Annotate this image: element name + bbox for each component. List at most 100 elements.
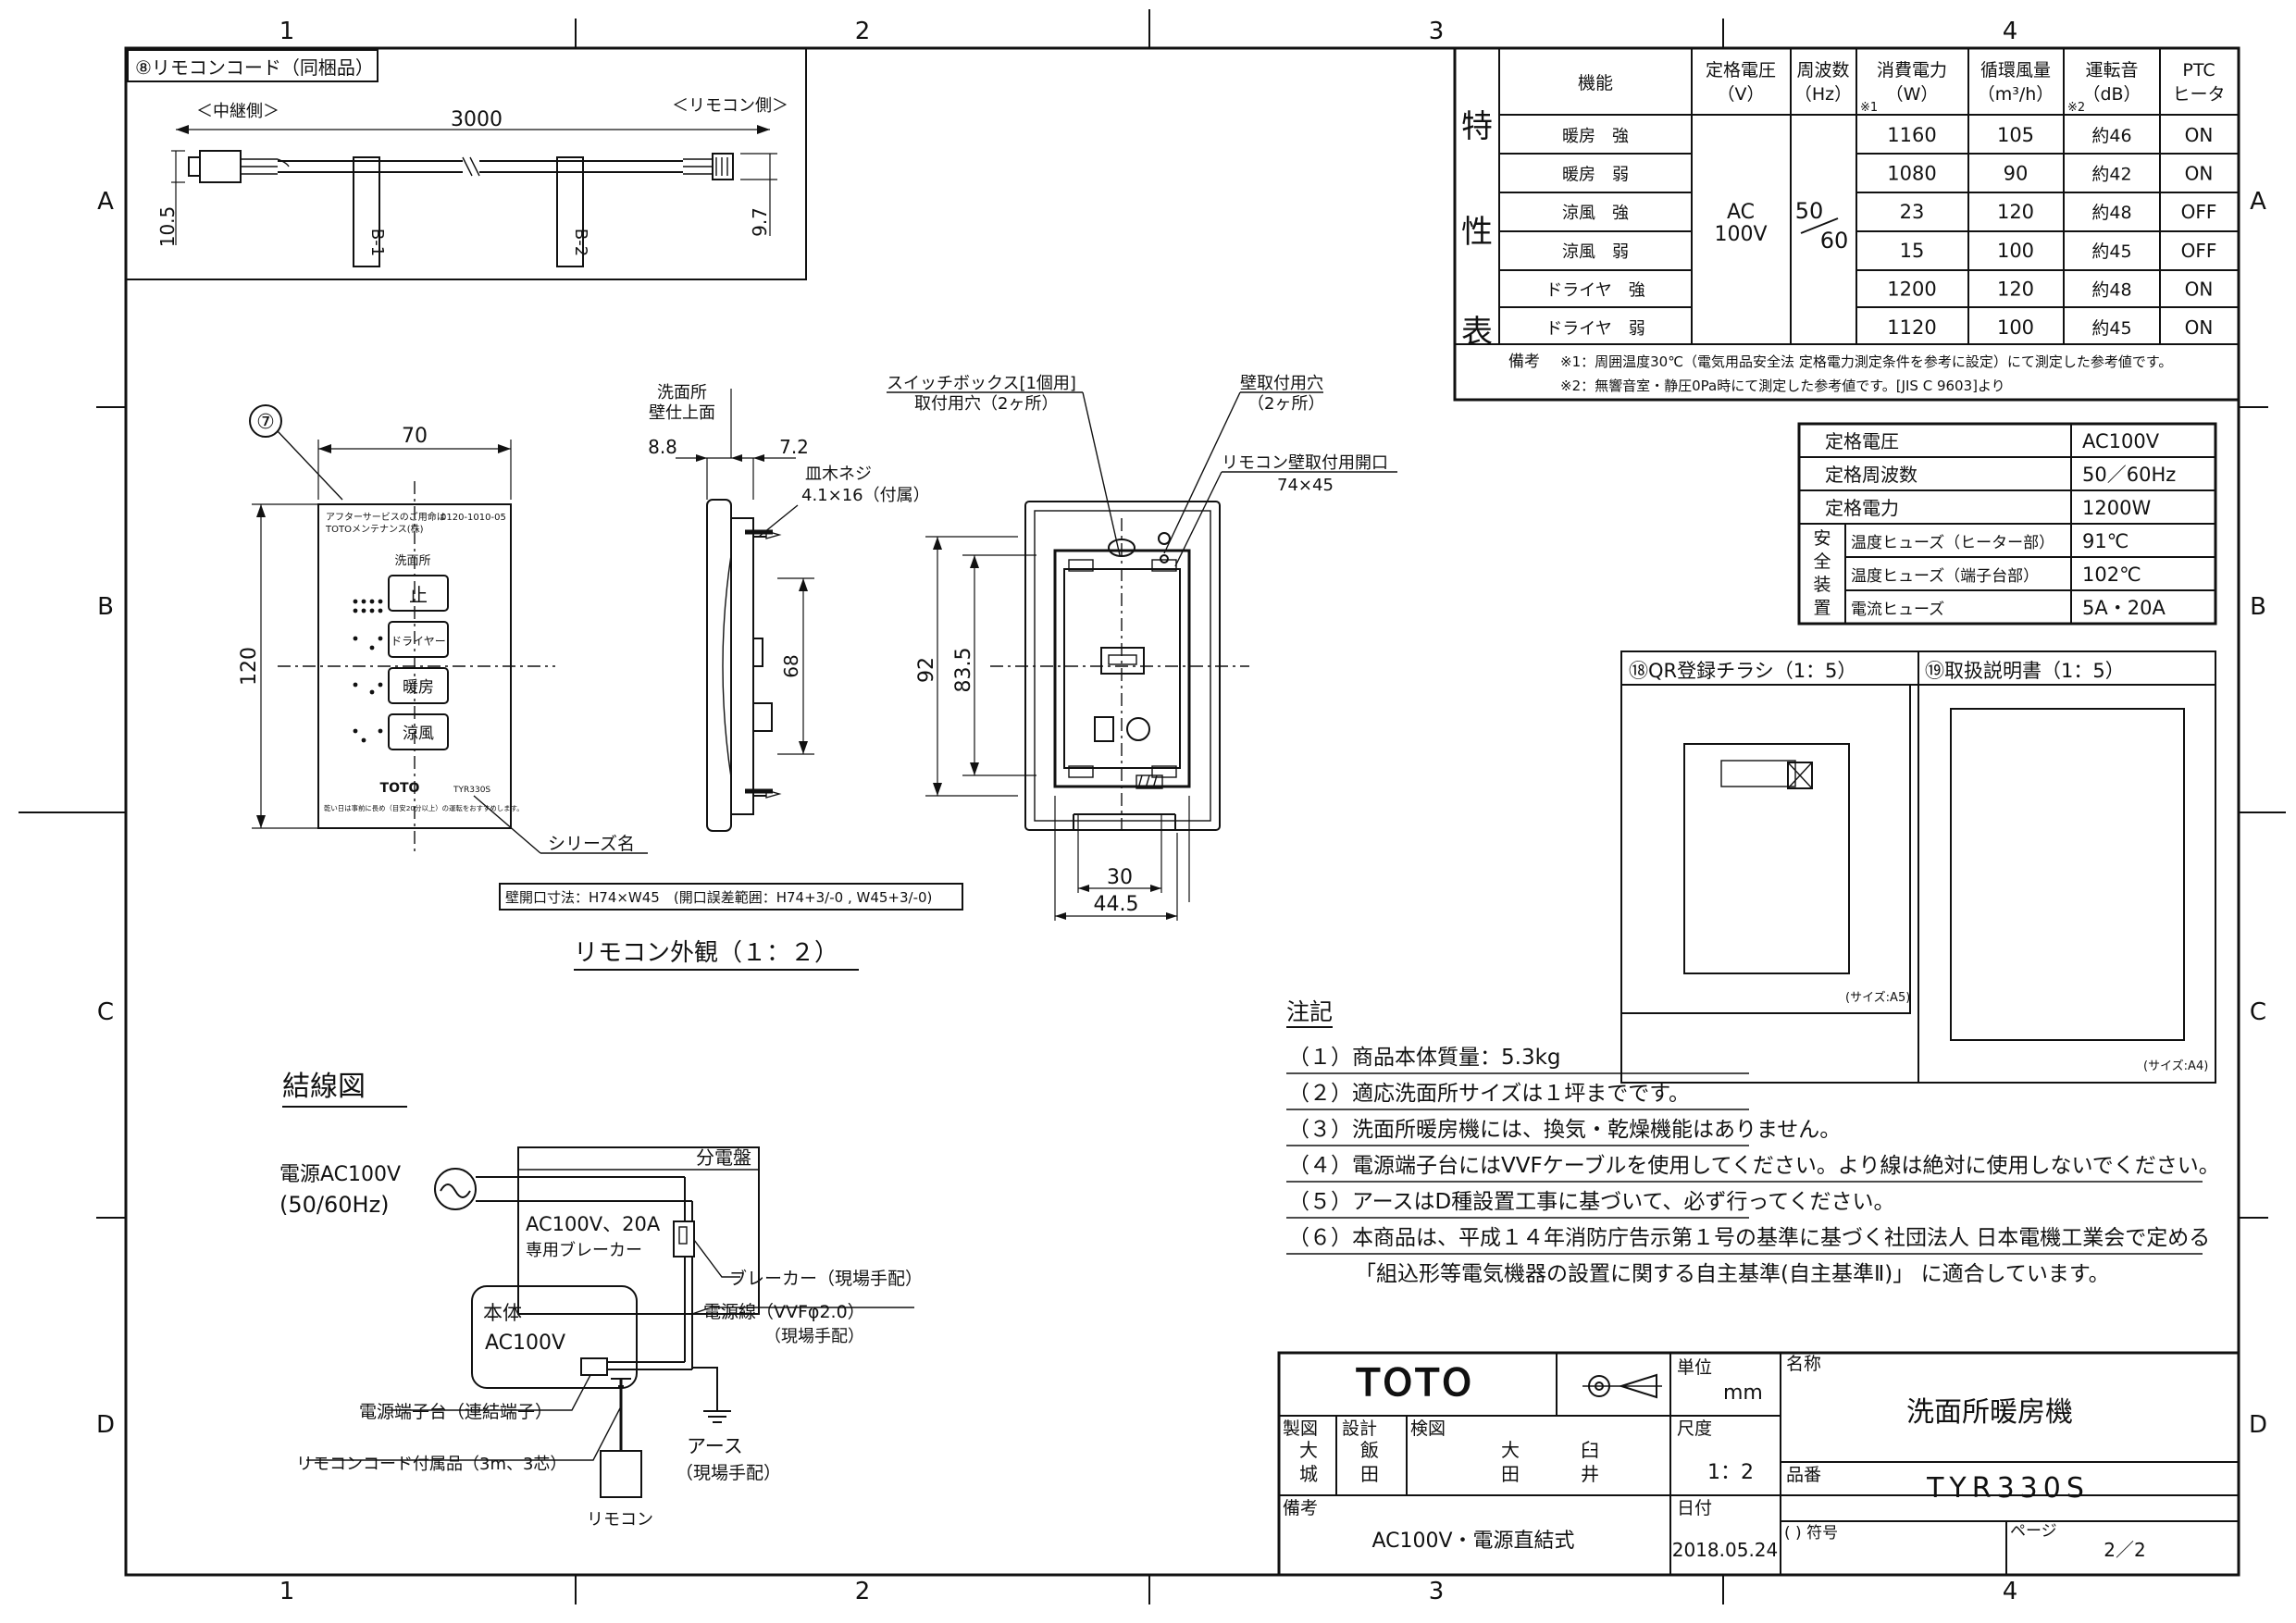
spec-row-power: 23	[1900, 201, 1925, 223]
rating-value-voltage: AC100V	[2082, 430, 2160, 452]
spec-header-6-line1: PTC	[2182, 60, 2215, 81]
spec-side-label-2: 性	[1461, 214, 1493, 251]
rating-table: 安 全 装 置 定格電圧 定格周波数 定格電力 温度ヒューズ（ヒーター部） 温度…	[1797, 422, 2217, 626]
spec-side-label-1: 特	[1461, 108, 1493, 145]
col-label-top-2: 2	[855, 18, 871, 45]
spec-frequency-top: 50	[1795, 198, 1824, 224]
back-dim-44-5: 44.5	[1094, 893, 1139, 916]
wiring-remote: リモコン	[587, 1510, 653, 1530]
spec-header-6-line2: ヒータ	[2172, 84, 2225, 105]
wiring-diagram: 結線図 電源AC100V (50/60Hz) 分電盤 AC100V、20A 専用…	[279, 1071, 923, 1530]
check-value-1b: 田	[1501, 1463, 1520, 1485]
remote-model: TYR330S	[453, 786, 490, 795]
date-label: 日付	[1677, 1498, 1712, 1518]
part-number: TYR330S	[1926, 1472, 2090, 1505]
row-label-left-c: C	[97, 998, 114, 1026]
spec-row-function: 暖房 強	[1562, 127, 1629, 146]
wiring-cord: リモコンコード付属品（3m、3芯）	[296, 1455, 566, 1474]
row-label-left-d: D	[96, 1411, 115, 1439]
spec-row-function: 涼風 弱	[1562, 242, 1629, 262]
rating-label-power: 定格電力	[1825, 497, 1899, 519]
spec-row-flow: 120	[1997, 278, 2034, 300]
wiring-cable-1: 電源線（VVFφ2.0）	[703, 1302, 865, 1322]
spec-row-ptc: OFF	[2181, 201, 2217, 223]
made-value-2: 城	[1299, 1463, 1318, 1485]
remark-value: AC100V・電源直結式	[1371, 1530, 1574, 1553]
spec-voltage-line2: 100V	[1714, 223, 1767, 246]
manual-size: (サイズ:A4)	[2143, 1059, 2208, 1073]
wiring-earth-2: （現場手配）	[676, 1463, 781, 1483]
rating-value-current-fuse: 5A・20A	[2082, 597, 2166, 619]
spec-table: 特 性 表 機能定格電圧（V）周波数（Hz）消費電力（W）循環風量（m³/h）運…	[1453, 46, 2240, 402]
back-opening-label1: リモコン壁取付用開口	[1222, 453, 1388, 473]
spec-header-4-line1: 循環風量	[1980, 60, 2051, 81]
cord-title: ⑧リモコンコード（同梱品）	[135, 56, 374, 79]
spec-note1-marker: ※1	[1860, 101, 1878, 115]
back-dim-92: 92	[915, 657, 938, 683]
wiring-title: 結線図	[282, 1071, 366, 1103]
rating-label-frequency: 定格周波数	[1825, 464, 1917, 486]
remote-caution: 乾い日は事前に長め（目安20分以上）の運転をおすすめします。	[324, 804, 524, 812]
spec-header-5-line1: 運転音	[2085, 60, 2138, 81]
remote-width-dim: 70	[402, 425, 428, 448]
rating-label-fuse-heater: 温度ヒューズ（ヒーター部）	[1851, 534, 2054, 552]
scale-label: 尺度	[1677, 1419, 1712, 1439]
made-label: 製図	[1283, 1419, 1318, 1439]
check-value-2a: 臼	[1581, 1439, 1599, 1461]
rating-value-fuse-heater: 91℃	[2082, 530, 2128, 552]
wiring-body-1: 本体	[483, 1302, 522, 1324]
side-screw-label1: 皿木ネジ	[805, 465, 872, 484]
remote-symbol	[600, 1450, 642, 1498]
check-value-1a: 大	[1501, 1439, 1520, 1461]
spec-row-flow: 100	[1997, 316, 2034, 339]
side-dim-8-8: 8.8	[648, 436, 677, 458]
spec-row-function: ドライヤ 強	[1545, 280, 1644, 300]
remote-stop-button	[388, 575, 449, 612]
design-label: 設計	[1342, 1419, 1377, 1439]
rating-safety-2: 全	[1813, 551, 1831, 572]
wiring-breaker-2: 専用ブレーカー	[526, 1240, 642, 1260]
back-wallhole-label2: （2ヶ所）	[1247, 394, 1324, 414]
back-dim-83-5: 83.5	[952, 648, 975, 693]
row-label-right-d: D	[2249, 1411, 2267, 1439]
note-line: （６）本商品は、平成１４年消防庁告示第１号の基準に基づく社団法人 日本電機工業会…	[1288, 1226, 2210, 1250]
rating-value-power: 1200W	[2082, 497, 2151, 519]
name-label: 名称	[1786, 1354, 1821, 1374]
unit-label: 単位	[1677, 1357, 1712, 1378]
remote-height-dim: 120	[238, 647, 261, 686]
side-dim-68: 68	[780, 654, 802, 677]
spec-header-4-line2: （m³/h）	[1978, 84, 2054, 105]
check-value-2b: 井	[1581, 1463, 1599, 1485]
spec-remark-label: 備考	[1508, 353, 1540, 371]
wiring-cable-2: （現場手配）	[764, 1327, 864, 1346]
manual-drawing	[1950, 708, 2185, 1041]
spec-header-1-line1: 定格電圧	[1706, 60, 1776, 81]
rating-label-fuse-terminal: 温度ヒューズ（端子台部）	[1851, 567, 2039, 586]
row-label-right-c: C	[2250, 998, 2266, 1026]
cord-length: 3000	[451, 108, 503, 131]
note-line: （３）洗面所暖房機には、換気・乾燥機能はありません。	[1288, 1118, 1841, 1142]
side-wall-label2: 壁仕上面	[649, 403, 715, 423]
spec-voltage-line1: AC	[1727, 201, 1755, 224]
back-dim-30: 30	[1107, 866, 1133, 889]
product-name: 洗面所暖房機	[1906, 1396, 2073, 1429]
remote-dryer-button	[388, 621, 449, 658]
spec-frequency-bottom: 60	[1820, 228, 1849, 254]
col-label-top-4: 4	[2003, 18, 2018, 45]
note-line: （１）商品本体質量：5.3kg	[1288, 1046, 1561, 1070]
rating-label-current-fuse: 電流ヒューズ	[1851, 601, 1944, 619]
spec-row-ptc: ON	[2185, 163, 2214, 185]
row-label-left-b: B	[97, 593, 114, 621]
remote-service-tel: 0120-1010-05	[441, 513, 506, 523]
cord-relay-side: ＜中継側＞	[196, 102, 279, 121]
rating-value-frequency: 50／60Hz	[2082, 464, 2176, 486]
col-label-top-1: 1	[279, 18, 295, 45]
remote-opening-dims: 壁開口寸法：H74×W45 (開口誤差範囲：H74+3/-0 , W45+3/-…	[505, 889, 932, 906]
spec-row-function: 暖房 弱	[1562, 166, 1629, 185]
wiring-panel-label: 分電盤	[696, 1146, 751, 1169]
part-label: 品番	[1786, 1465, 1821, 1485]
col-label-top-3: 3	[1429, 18, 1445, 45]
spec-side-label-3: 表	[1461, 314, 1493, 351]
spec-row-power: 1200	[1887, 278, 1936, 300]
remote-front-view: ⑦ 70 120 アフターサービスのご用命は 0120-1010-05 TOTO…	[238, 404, 963, 971]
